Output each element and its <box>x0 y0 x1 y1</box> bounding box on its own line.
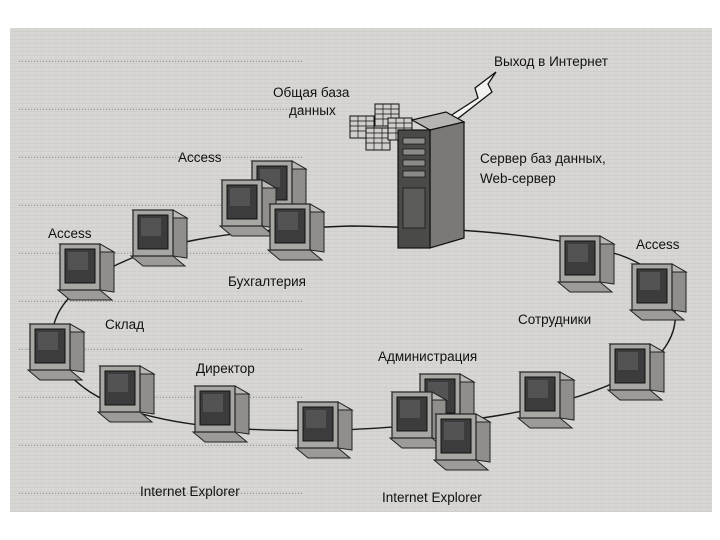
shared-db-label-line1: Общая база <box>273 85 350 100</box>
server-label-line1: Сервер баз данных, <box>480 151 606 166</box>
svg-text:..............................: ........................................… <box>18 483 303 497</box>
computer-ie-right <box>433 413 491 471</box>
internet-link-icon <box>445 71 497 121</box>
computer-bottom-left <box>97 365 155 423</box>
computer-access-top-left <box>219 179 277 237</box>
staff-label: Сотрудники <box>518 312 591 327</box>
ie-right-label: Internet Explorer <box>382 490 482 505</box>
shared-db-label-line2: данных <box>289 103 336 118</box>
svg-text:..............................: ........................................… <box>18 51 303 65</box>
computer-bottom-middle <box>295 401 353 459</box>
computer-accounting <box>267 203 325 261</box>
server-icon <box>397 111 466 249</box>
computer-bottom-right <box>517 371 575 429</box>
access-right-label: Access <box>636 237 680 252</box>
internet-label: Выход в Интернет <box>494 54 608 69</box>
access-left-label: Access <box>48 226 92 241</box>
computer-director <box>192 385 250 443</box>
computer-access-right <box>629 263 687 321</box>
svg-text:..............................: ........................................… <box>18 147 303 161</box>
computer-staff <box>557 235 615 293</box>
computer-right-bottom <box>607 343 665 401</box>
access-top-label: Access <box>178 150 222 165</box>
accounting-label: Бухгалтерия <box>228 274 306 289</box>
administration-label: Администрация <box>378 349 477 364</box>
warehouse-label: Склад <box>105 317 144 332</box>
svg-text:..............................: ........................................… <box>18 99 303 113</box>
server-label-line2: Web-сервер <box>480 171 556 186</box>
svg-text:..............................: ........................................… <box>18 387 303 401</box>
computer-access-left-top <box>130 209 188 267</box>
svg-text:..............................: ........................................… <box>18 291 303 305</box>
ie-left-label: Internet Explorer <box>140 484 240 499</box>
svg-text:..............................: ........................................… <box>18 435 303 449</box>
director-label: Директор <box>196 361 255 376</box>
svg-text:..............................: ........................................… <box>18 339 303 353</box>
computer-warehouse <box>27 323 85 381</box>
